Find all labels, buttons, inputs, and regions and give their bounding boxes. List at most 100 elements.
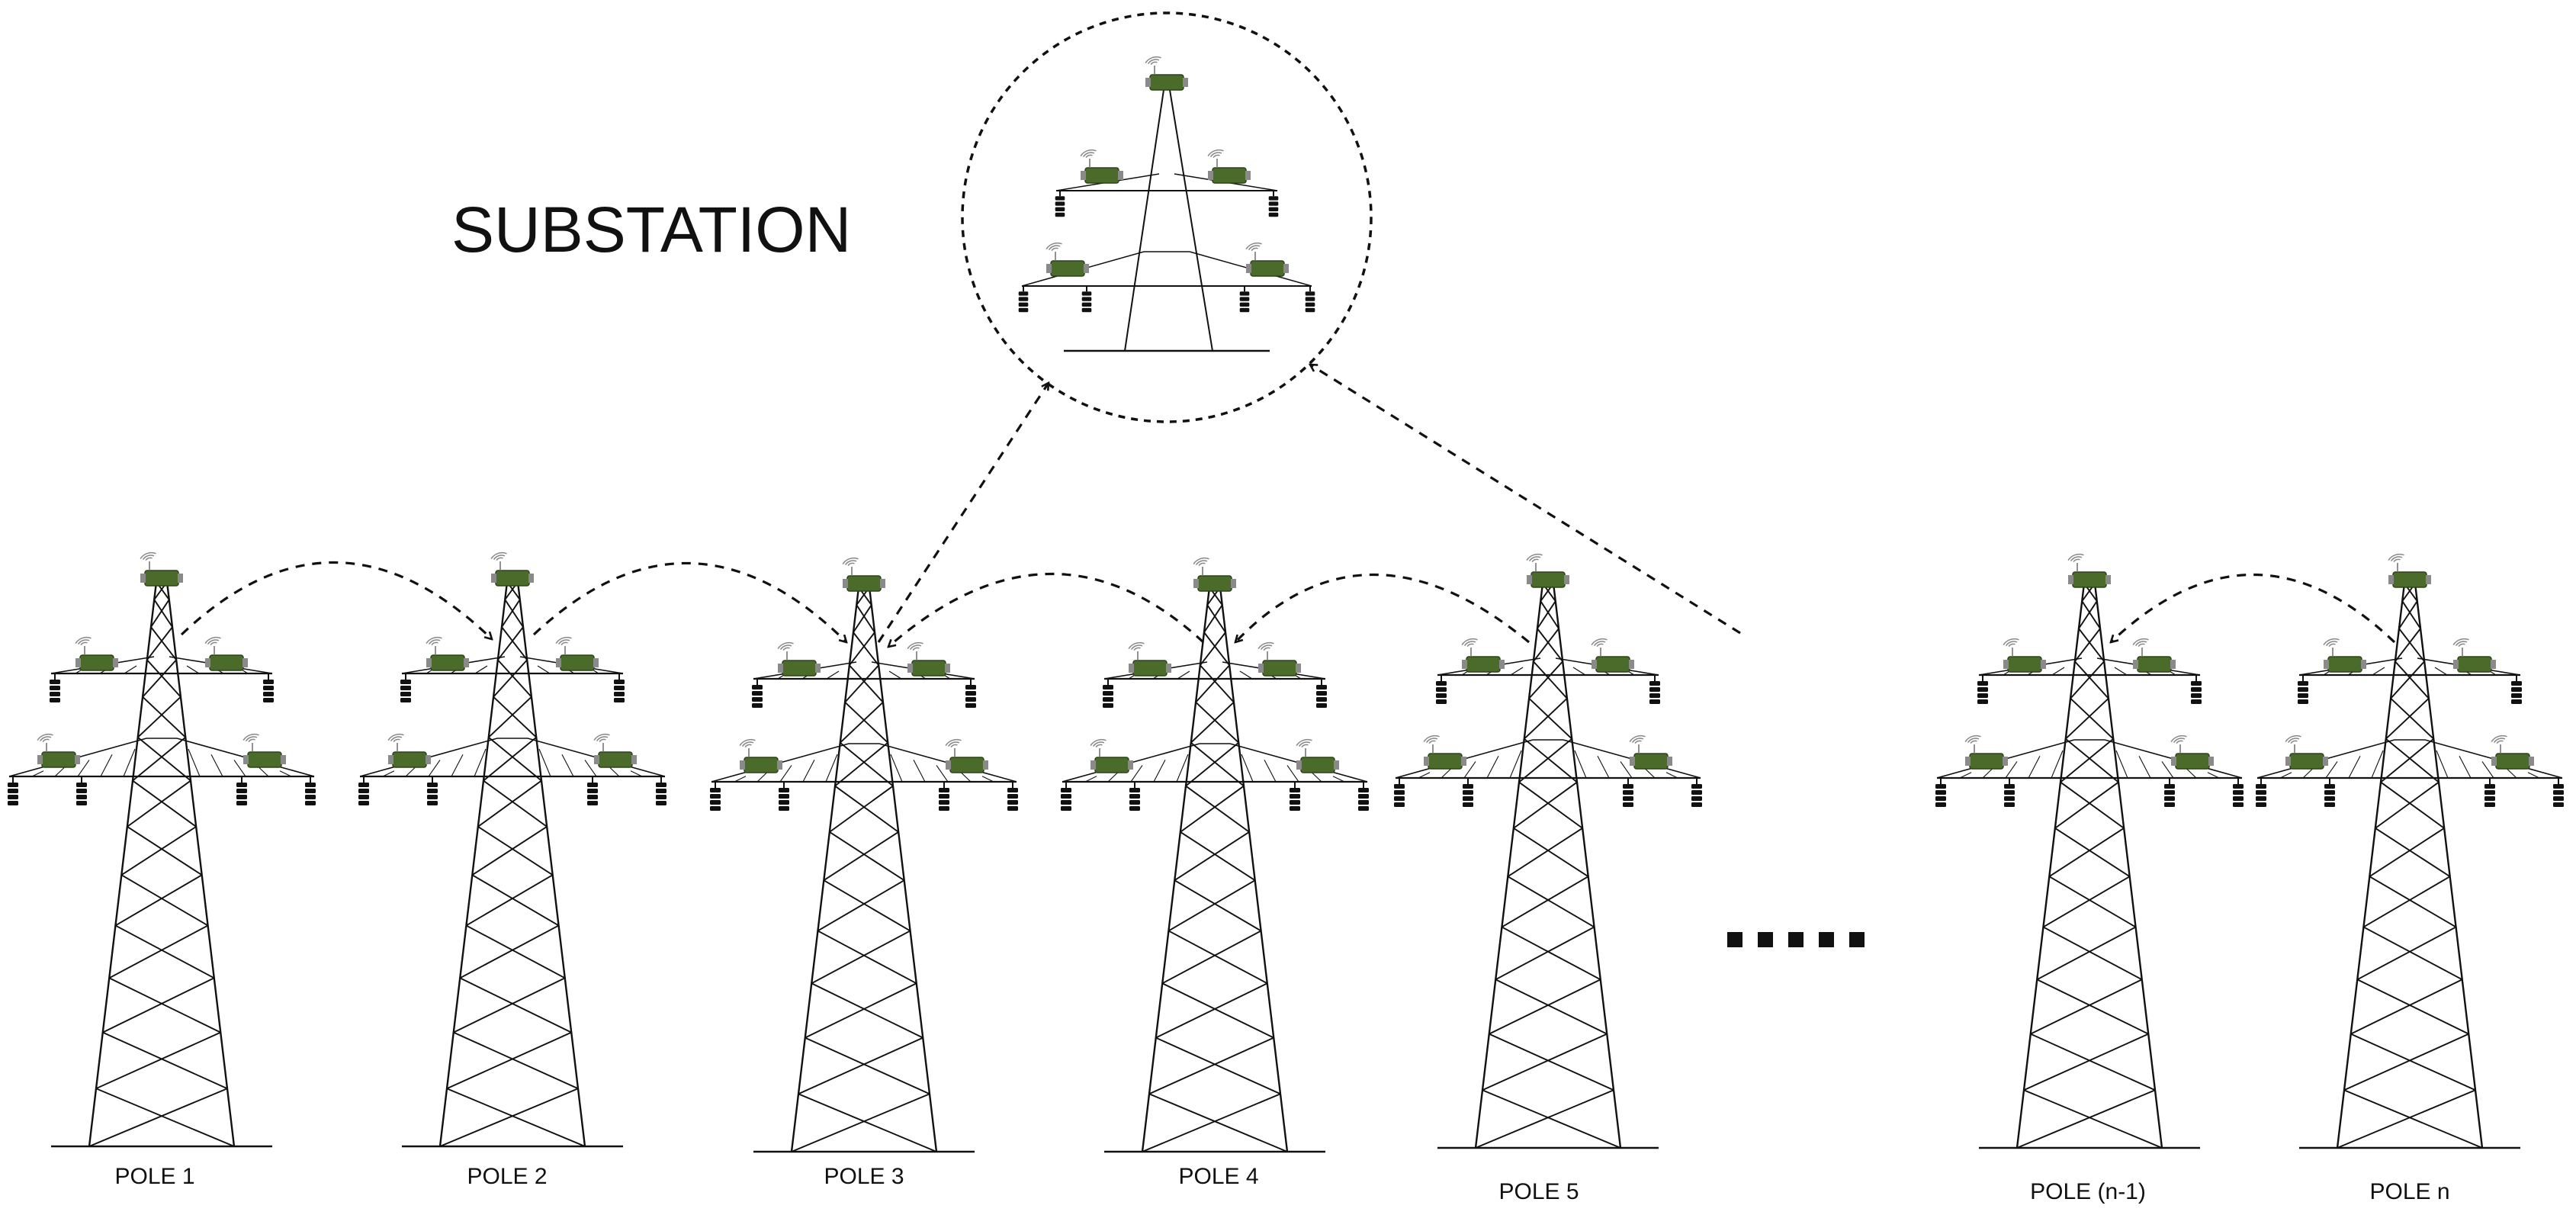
- sensor-node-icon: [243, 733, 286, 768]
- insulator-icon: [1018, 286, 1029, 313]
- insulator-icon: [1061, 782, 1071, 811]
- pole-label-2: POLE 2: [467, 1164, 547, 1189]
- wireless-signal-icon: [1423, 734, 1440, 754]
- insulator-icon: [587, 776, 598, 805]
- wireless-signal-icon: [1128, 641, 1145, 661]
- ellipsis-gap-indicator: [1727, 932, 1865, 947]
- pole-label-n: POLE n: [2369, 1179, 2449, 1204]
- wireless-signal-icon: [2170, 734, 2187, 754]
- insulator-icon: [1691, 778, 1702, 807]
- sensor-node-icon: [1461, 638, 1505, 673]
- insulator-icon: [2233, 778, 2244, 807]
- wireless-signal-icon: [842, 557, 859, 576]
- wireless-signal-icon: [1964, 734, 1981, 754]
- wireless-signal-icon: [945, 738, 962, 757]
- wireless-signal-icon: [1080, 149, 1097, 168]
- wireless-link-arrow: [532, 561, 846, 642]
- wireless-signal-icon: [2067, 553, 2084, 572]
- sensor-node-icon: [1629, 734, 1672, 770]
- wireless-signal-icon: [1045, 242, 1062, 261]
- wireless-signal-icon: [1245, 242, 1262, 261]
- transmission-tower-icon-4: [1061, 557, 1369, 1153]
- transmission-towers: [8, 551, 2564, 1153]
- wireless-signal-icon: [2491, 734, 2507, 754]
- insulator-icon: [939, 782, 949, 811]
- wireless-signal-icon: [1193, 557, 1209, 576]
- wireless-link-arrow: [180, 561, 492, 639]
- insulator-icon: [263, 673, 274, 702]
- wireless-signal-icon: [1461, 638, 1478, 657]
- substation-zone: [961, 11, 1373, 423]
- sensor-node-icon: [1145, 56, 1188, 91]
- sensor-node-icon: [2132, 638, 2176, 673]
- insulator-icon: [305, 776, 316, 805]
- wireless-signal-icon: [593, 733, 610, 752]
- insulator-icon: [1935, 778, 1946, 807]
- transmission-tower-icon-2: [358, 551, 666, 1148]
- sensor-node-icon: [2067, 553, 2111, 588]
- insulator-icon: [2324, 778, 2335, 807]
- insulator-icon: [2298, 675, 2308, 704]
- wireless-signal-icon: [75, 636, 92, 655]
- sensor-node-icon: [1193, 557, 1236, 592]
- sensor-node-icon: [387, 733, 431, 768]
- sensor-node-icon: [1245, 242, 1289, 277]
- insulator-icon: [1007, 782, 1018, 811]
- insulator-icon: [710, 782, 721, 811]
- pole-label-3: POLE 3: [824, 1164, 904, 1189]
- insulator-icon: [614, 673, 625, 702]
- wireless-signal-icon: [1145, 56, 1161, 75]
- sensor-node-icon: [555, 636, 599, 671]
- sensor-node-icon: [37, 733, 80, 768]
- wireless-signal-icon: [2388, 553, 2404, 572]
- transmission-tower-icon-n: [2256, 553, 2564, 1149]
- insulator-icon: [1268, 191, 1279, 217]
- pole-label-4: POLE 4: [1178, 1164, 1258, 1189]
- insulator-icon: [656, 776, 666, 805]
- substation-title: SUBSTATION: [451, 194, 851, 265]
- insulator-icon: [76, 776, 87, 805]
- sensor-node-icon: [1296, 738, 1339, 773]
- wireless-signal-icon: [490, 551, 507, 571]
- sensor-node-icon: [739, 738, 782, 773]
- wireless-signal-icon: [204, 636, 221, 655]
- wireless-signal-icon: [1257, 641, 1274, 661]
- insulator-icon: [358, 776, 369, 805]
- sensor-node-icon: [140, 551, 183, 587]
- wireless-signal-icon: [387, 733, 404, 752]
- sensor-node-icon: [2285, 734, 2328, 770]
- wireless-signal-icon: [1090, 738, 1107, 757]
- insulator-icon: [1463, 778, 1473, 807]
- sensor-node-icon: [1964, 734, 2008, 770]
- wireless-signal-icon: [1526, 553, 1543, 572]
- wireless-signal-icon: [243, 733, 259, 752]
- sensor-node-icon: [2388, 553, 2431, 588]
- wireless-signal-icon: [1207, 149, 1224, 168]
- pole-label-1: POLE 1: [114, 1164, 194, 1189]
- insulator-icon: [2004, 778, 2015, 807]
- sensor-node-icon: [945, 738, 988, 773]
- sensor-node-icon: [1526, 553, 1569, 588]
- sensor-node-icon: [777, 641, 821, 677]
- sensor-node-icon: [1207, 149, 1251, 184]
- insulator-icon: [8, 776, 18, 805]
- sensor-node-icon: [2491, 734, 2534, 770]
- wireless-link-arrow: [2111, 573, 2396, 643]
- transmission-tower-icon-5: [1394, 553, 1702, 1149]
- wireless-link-arrow: [877, 383, 1049, 643]
- wireless-signal-icon: [2323, 638, 2340, 657]
- insulator-icon: [1129, 782, 1140, 811]
- sensor-node-icon: [75, 636, 118, 671]
- wireless-signal-icon: [1296, 738, 1312, 757]
- sensor-node-icon: [1257, 641, 1301, 677]
- wireless-signal-icon: [1591, 638, 1608, 657]
- wireless-signal-icon: [1629, 734, 1646, 754]
- wireless-signal-icon: [907, 641, 923, 661]
- sensor-node-icon: [1423, 734, 1466, 770]
- sensor-node-icon: [490, 551, 534, 587]
- sensor-node-icon: [2003, 638, 2046, 673]
- insulator-icon: [1394, 778, 1405, 807]
- wireless-signal-icon: [37, 733, 53, 752]
- sensor-node-icon: [204, 636, 248, 671]
